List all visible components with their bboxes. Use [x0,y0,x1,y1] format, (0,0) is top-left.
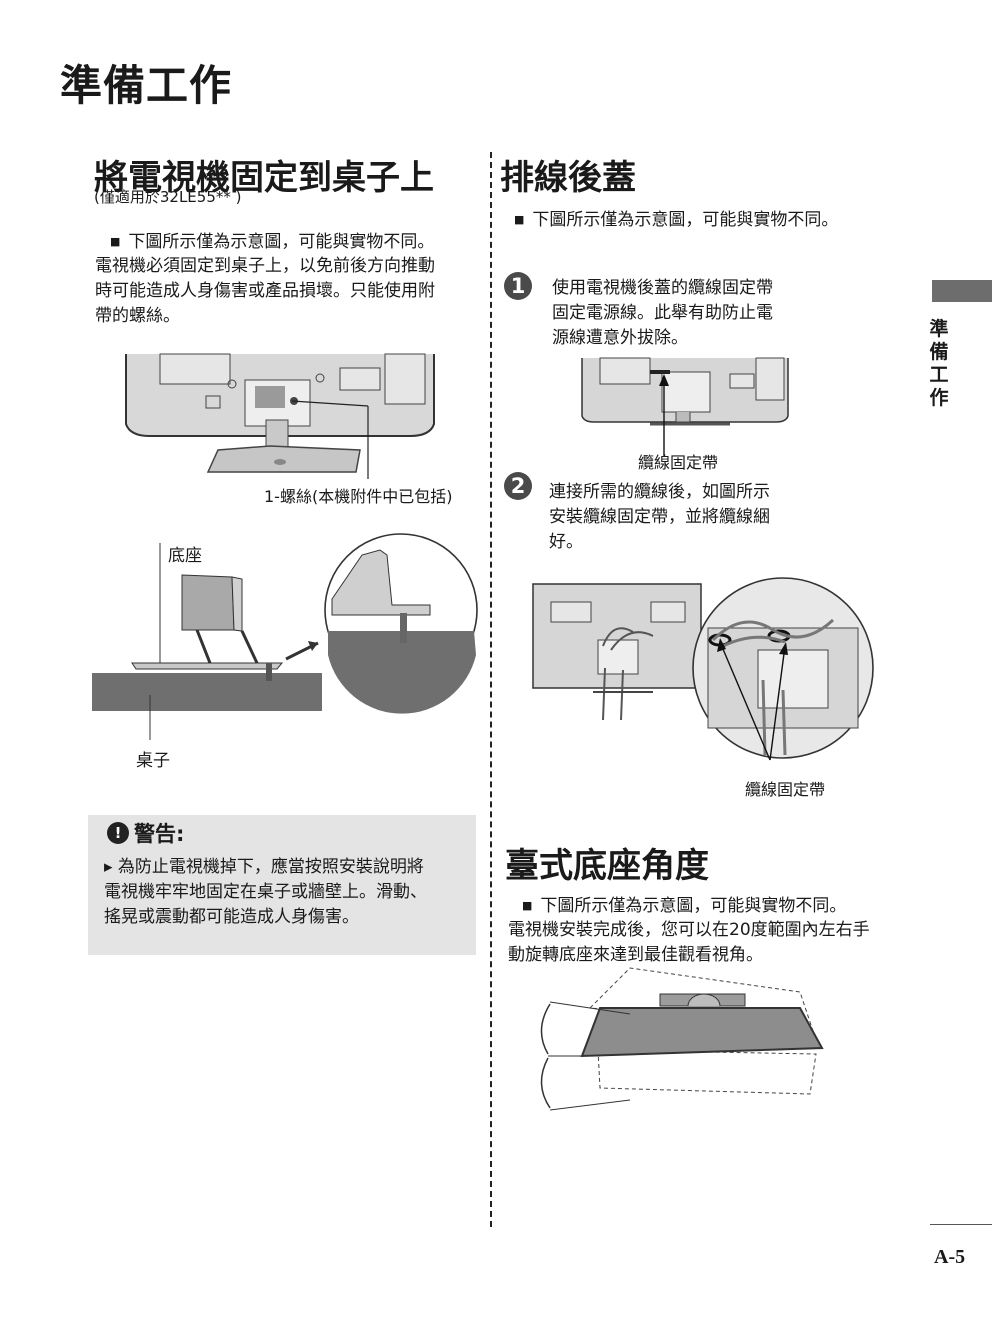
note-right: 下圖所示僅為示意圖，可能與實物不同。 [514,208,838,234]
warning-icon: ! [107,822,129,844]
tv-back-screw-illustration [125,353,435,479]
cable-clip-illustration-1 [581,357,789,456]
base-label: 底座 [168,546,202,566]
footer-rule [930,1224,992,1225]
note-swivel: 下圖所示僅為示意圖，可能與實物不同。 [522,894,846,920]
warning-text: ▸ 為防止電視機掉下，應當按照安裝說明將 電視機牢牢地固定在桌子或牆壁上。滑動、… [104,855,474,930]
section-subtitle-model: (僅適用於32LE55** ) [94,188,242,206]
section-title-swivel: 臺式底座角度 [505,846,709,886]
page-title: 準備工作 [60,61,233,110]
column-divider [490,152,492,1227]
warning-line: 電視機牢牢地固定在桌子或牆壁上。滑動、 [104,882,427,902]
warning-box [88,815,476,955]
desk-mount-paragraph: 電視機必須固定到桌子上，以免前後方向推動 時可能造成人身傷害或產品損壞。只能使用… [95,254,475,329]
step-line: 源線遭意外拔除。 [552,328,688,348]
step-line: 使用電視機後蓋的纜線固定帶 [552,278,773,298]
swivel-angle-illustration [540,967,824,1111]
warning-title: 警告: [134,822,185,846]
desk-base-illustration [92,533,478,740]
clip-label-1: 纜線固定帶 [638,453,719,472]
swivel-paragraph: 電視機安裝完成後，您可以在20度範圍內左右手 動旋轉底座來達到最佳觀看視角。 [508,918,908,968]
step-line: 連接所需的纜線後，如圖所示 [549,482,770,502]
warning-line: ▸ 為防止電視機掉下，應當按照安裝說明將 [104,857,424,877]
swivel-line: 動旋轉底座來達到最佳觀看視角。 [508,945,763,965]
desk-label: 桌子 [136,751,170,771]
section-title-cable-cover: 排線後蓋 [500,158,636,198]
note-left: 下圖所示僅為示意圖，可能與實物不同。 [110,230,434,256]
step-line: 固定電源線。此舉有助防止電 [552,303,773,323]
step-line: 安裝纜線固定帶，並將纜線綑 [549,507,770,527]
section-title-desk-mount: 將電視機固定到桌子上 [94,158,434,198]
page-number: A-5 [934,1246,966,1268]
step-2-badge: 2 [504,472,532,500]
screw-label: 1-螺絲(本機附件中已包括) [264,487,453,506]
step-1-badge: 1 [504,272,532,300]
swivel-line: 電視機安裝完成後，您可以在20度範圍內左右手 [508,920,870,940]
step-line: 好。 [549,532,583,552]
side-tab-marker [932,280,992,302]
cable-clip-illustration-2 [532,577,874,761]
side-tab-label: 準備工作 [929,318,949,409]
step-2-text: 連接所需的纜線後，如圖所示 安裝纜線固定帶，並將纜線綑 好。 [549,480,809,555]
warning-line: 搖晃或震動都可能造成人身傷害。 [104,907,359,927]
step-1-text: 使用電視機後蓋的纜線固定帶 固定電源線。此舉有助防止電 源線遭意外拔除。 [552,276,812,351]
clip-label-2: 纜線固定帶 [745,780,826,799]
paragraph-line: 時可能造成人身傷害或產品損壞。只能使用附 [95,281,435,301]
paragraph-line: 帶的螺絲。 [95,306,180,326]
paragraph-line: 電視機必須固定到桌子上，以免前後方向推動 [95,256,435,276]
